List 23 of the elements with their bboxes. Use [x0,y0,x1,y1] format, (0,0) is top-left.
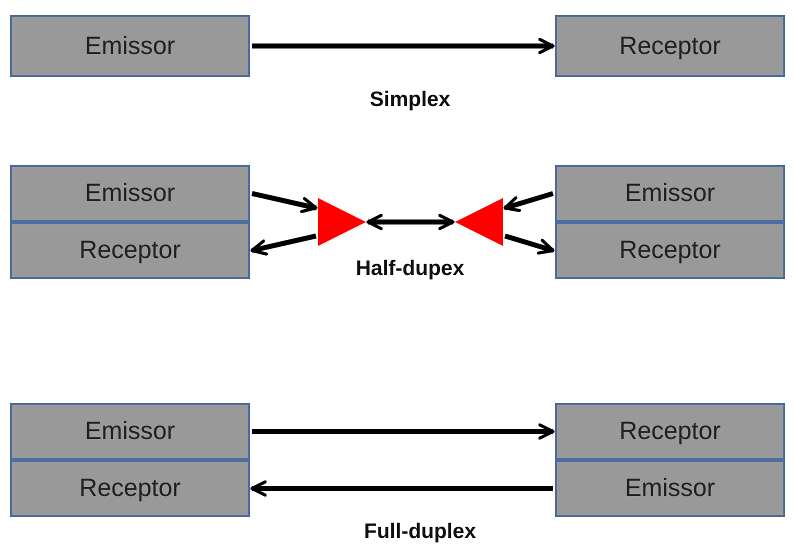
device-box: Receptor [555,222,785,279]
triangle-marker [455,198,503,246]
device-box: Receptor [555,15,785,77]
device-box: Receptor [10,460,250,517]
arrow [504,234,555,255]
device-box: Emissor [10,15,250,77]
mode-caption: Full-duplex [364,520,476,544]
arrow [252,423,555,440]
device-box: Emissor [555,460,785,517]
device-box: Emissor [555,165,785,222]
arrow [252,38,555,54]
mode-caption: Half-dupex [356,257,464,281]
arrow [250,234,317,256]
arrow [250,480,553,497]
device-box: Receptor [555,403,785,460]
device-box: Emissor [10,403,250,460]
triangle-marker [318,198,366,246]
arrow [251,191,318,214]
mode-caption: Simplex [370,88,450,112]
device-box: Receptor [10,222,250,279]
device-box: Emissor [10,165,250,222]
arrow [503,191,554,212]
arrow [366,214,455,230]
